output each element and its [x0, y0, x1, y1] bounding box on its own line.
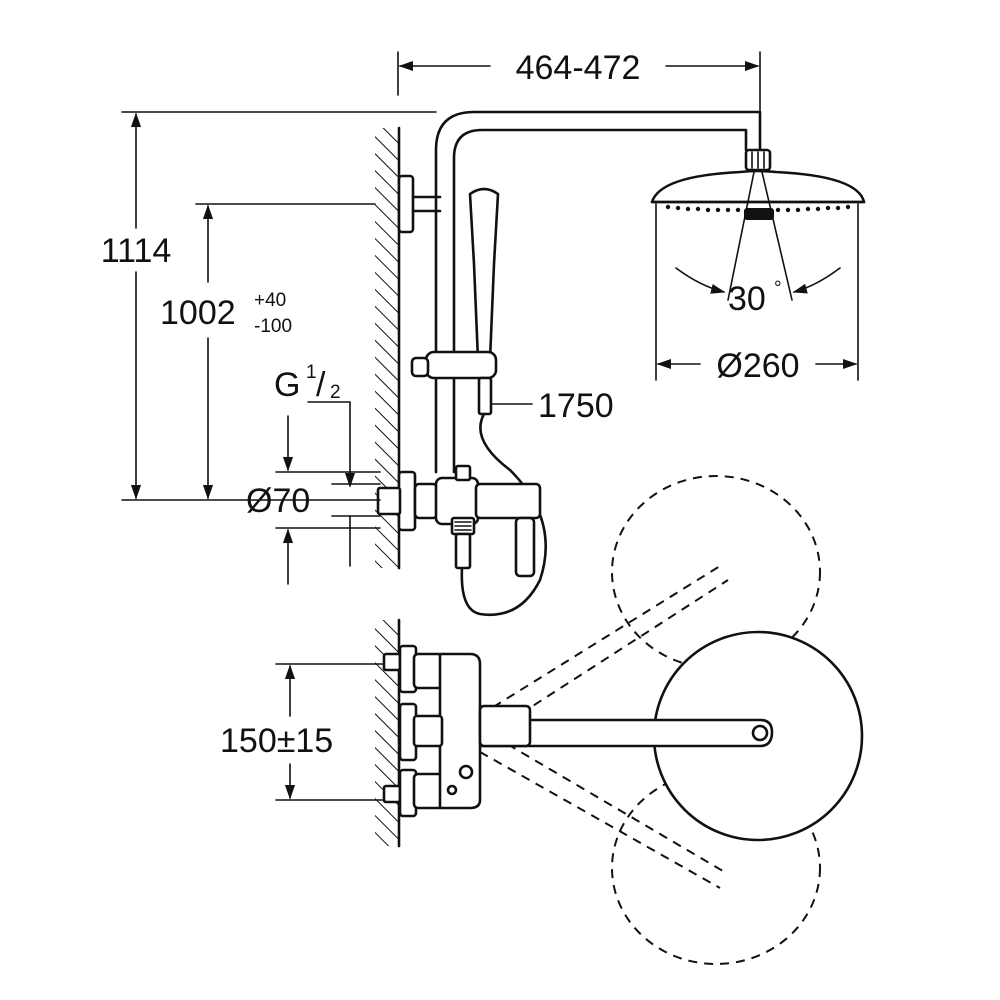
label-swivel-angle: 30 [728, 280, 766, 318]
label-arm-height-tol-minus: -100 [254, 316, 292, 337]
label-head-diameter: Ø260 [716, 347, 799, 385]
label-thread-num: 1 [306, 362, 317, 383]
head-position-upper [611, 475, 821, 669]
label-thread-den: 2 [330, 382, 341, 403]
label-arm-height: 1002 [160, 294, 236, 332]
shower-column-side-view [376, 110, 762, 617]
dimension-labels: 464-472 1114 1002 +40 -100 G 1 / 2 Ø70 1… [101, 49, 800, 760]
label-thread: G [274, 366, 300, 404]
head-shower-side-view [650, 148, 866, 301]
label-angle-unit: ° [774, 278, 782, 299]
shower-top-view [382, 475, 864, 965]
label-escutcheon: Ø70 [246, 482, 310, 520]
label-hose-length: 1750 [538, 387, 614, 425]
label-inlet-spacing: 150±15 [220, 722, 333, 760]
nozzles [665, 204, 851, 213]
label-thread-slash: / [316, 366, 326, 404]
label-arm-height-tol-plus: +40 [254, 290, 286, 311]
dimension-lines [121, 51, 859, 801]
label-arm-reach: 464-472 [516, 49, 641, 87]
label-total-height: 1114 [101, 232, 172, 270]
